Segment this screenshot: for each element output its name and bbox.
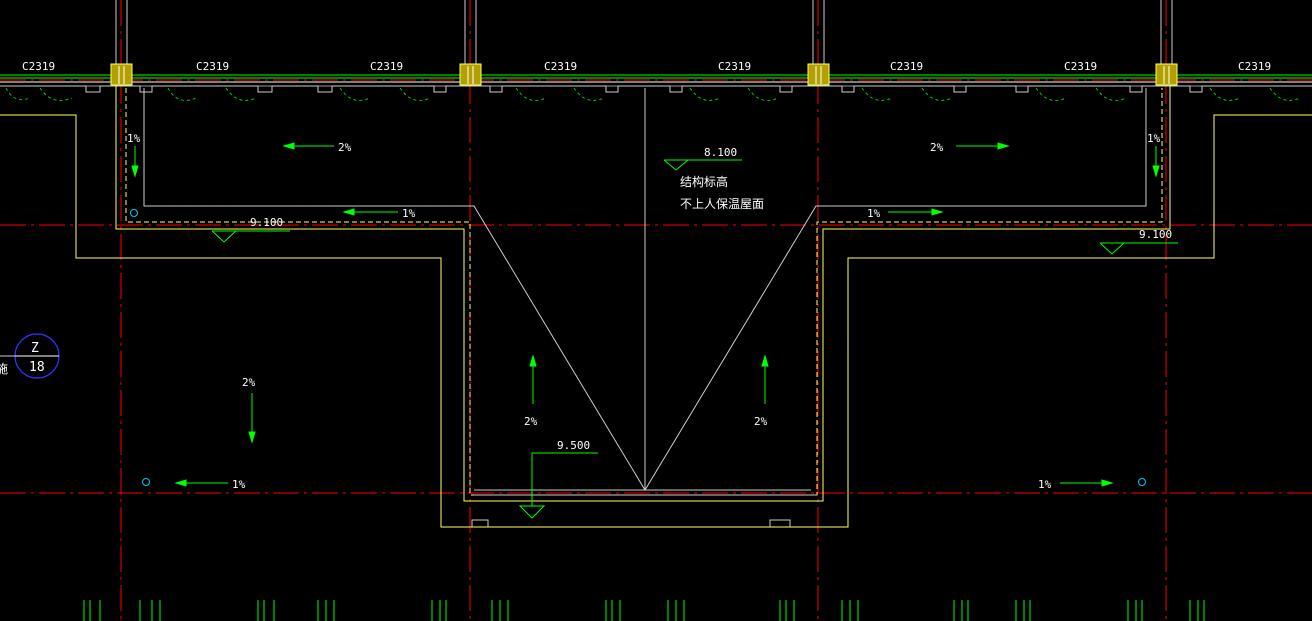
window-strip (0, 74, 1312, 101)
elevation-label-9100-left: 9.100 (250, 216, 283, 229)
elevation-label-9500: 9.500 (557, 439, 590, 452)
slope-labels: 2% 2% 1% 1% 1% 1% 2% 2% 2% 1% 1% (127, 132, 1161, 491)
note-structural-elevation: 结构标高 (680, 174, 728, 189)
slope-label: 2% (524, 415, 538, 428)
parapet-lines (143, 88, 1147, 496)
roof-drains (130, 209, 1146, 486)
wall-outline (0, 86, 1312, 528)
upper-column-lines (115, 0, 1173, 66)
elevation-label-8100: 8.100 (704, 146, 737, 159)
column-4[interactable] (1155, 63, 1178, 86)
grid-bubble-top: Z (31, 341, 39, 356)
window-label: C2319 (370, 60, 403, 73)
window-label: C2319 (196, 60, 229, 73)
grid-bubble[interactable]: Z 18 (0, 333, 60, 379)
slope-label: 2% (242, 376, 256, 389)
window-label: C2319 (718, 60, 751, 73)
window-labels: C2319 C2319 C2319 C2319 C2319 C2319 C231… (22, 60, 1271, 73)
window-label: C2319 (1238, 60, 1271, 73)
slope-label: 1% (1038, 478, 1052, 491)
window-label: C2319 (544, 60, 577, 73)
lower-floor-ticks (83, 600, 1205, 621)
drain-icon[interactable] (1138, 478, 1146, 486)
note-roof-type: 不上人保温屋面 (680, 197, 764, 211)
window-label: C2319 (890, 60, 923, 73)
side-text: 施 (0, 362, 8, 376)
slope-label: 2% (338, 141, 352, 154)
window-label: C2319 (22, 60, 55, 73)
window-label: C2319 (1064, 60, 1097, 73)
slope-label: 2% (930, 141, 944, 154)
drain-icon[interactable] (142, 478, 150, 486)
slope-label: 1% (867, 207, 881, 220)
slope-label: 2% (754, 415, 768, 428)
columns (110, 63, 1178, 86)
elevation-marks (211, 159, 1178, 519)
column-3[interactable] (807, 63, 830, 86)
drain-icon[interactable] (130, 209, 138, 217)
slope-label: 1% (127, 132, 141, 145)
elevation-label-9100-right: 9.100 (1139, 228, 1172, 241)
slope-label: 1% (232, 478, 246, 491)
slope-label: 1% (402, 207, 416, 220)
column-1[interactable] (110, 63, 133, 86)
slope-label: 1% (1147, 132, 1161, 145)
column-2[interactable] (459, 63, 482, 86)
slope-arrows (131, 142, 1160, 487)
grid-bubble-bottom: 18 (29, 360, 45, 375)
